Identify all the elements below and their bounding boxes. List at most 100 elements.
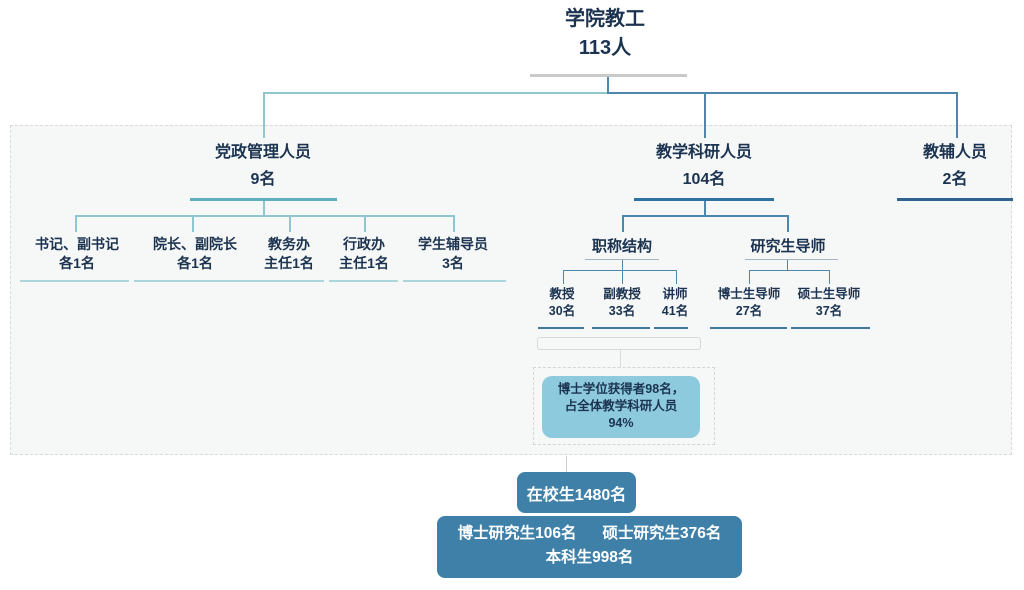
drop-faculty <box>704 92 706 138</box>
drop-professor <box>563 270 564 284</box>
root-underline <box>530 74 687 77</box>
drop-title-structure <box>622 215 624 232</box>
admin-leaf-counselor: 学生辅导员 3名 <box>400 235 506 273</box>
staff-panel <box>10 125 1012 455</box>
leaf-label: 副教授 <box>603 287 641 301</box>
admin-leaf-underline-1 <box>20 280 129 282</box>
leaf-count: 41名 <box>661 304 689 318</box>
leaf-label: 行政办 <box>343 236 385 252</box>
callout-dashed-frame <box>533 367 715 445</box>
root-vline <box>607 77 609 93</box>
support-count: 2名 <box>942 171 968 188</box>
title-structure-node: 职称结构 <box>572 237 672 257</box>
leaf-assoc-professor: 副教授 33名 <box>591 286 653 320</box>
bracket-tick <box>620 350 621 367</box>
leaf-label: 教务办 <box>268 236 310 252</box>
root-title: 学院教工 <box>565 8 645 30</box>
bracket <box>537 337 701 350</box>
assoc-professor-underline <box>592 327 650 329</box>
leaf-lecturer: 讲师 41名 <box>650 286 700 320</box>
support-underline <box>897 198 1013 201</box>
admin-hline <box>75 215 454 217</box>
title-structure-label: 职称结构 <box>591 238 652 255</box>
leaf-label: 书记、副书记 <box>35 236 119 252</box>
admin-leaf-dean: 院长、副院长 各1名 <box>130 235 260 273</box>
leaf-count: 主任1名 <box>264 255 314 271</box>
admin-title: 党政管理人员 <box>214 144 311 161</box>
admin-leaf-underline-2 <box>134 280 257 282</box>
leaf-label: 讲师 <box>662 287 688 301</box>
faculty-underline <box>634 198 774 201</box>
leaf-count: 27名 <box>735 304 763 318</box>
faculty-hline <box>622 215 788 217</box>
leaf-master-supervisor: 硕士生导师 37名 <box>786 286 872 320</box>
leaf-count: 33名 <box>608 304 636 318</box>
callout-line-2: 占全体教学科研人员 <box>564 399 678 413</box>
admin-drop-1 <box>75 215 77 232</box>
admin-node: 党政管理人员 9名 <box>178 139 348 193</box>
drop-lecturer <box>676 270 677 284</box>
drop-assoc-professor <box>622 270 623 284</box>
leaf-count: 各1名 <box>177 255 213 271</box>
leaf-label: 院长、副院长 <box>153 236 237 252</box>
title-structure-vline <box>622 260 623 271</box>
leaf-count: 30名 <box>548 304 576 318</box>
leaf-count: 各1名 <box>59 255 95 271</box>
drop-support <box>956 92 958 138</box>
faculty-count: 104名 <box>682 171 726 188</box>
students-total-box: 在校生1480名 <box>517 472 636 513</box>
admin-drop-4 <box>364 215 366 232</box>
admin-leaf-admin-office: 行政办 主任1名 <box>327 235 401 273</box>
admin-leaf-underline-5 <box>403 280 506 282</box>
faculty-title: 教学科研人员 <box>655 144 752 161</box>
undergrad-count: 本科生998名 <box>545 549 634 566</box>
leaf-label: 学生辅导员 <box>418 236 488 252</box>
root-hline-left <box>264 92 608 94</box>
admin-leaf-underline-3 <box>255 280 324 282</box>
admin-leaf-academic-office: 教务办 主任1名 <box>252 235 326 273</box>
leaf-label: 教授 <box>549 287 575 301</box>
students-connector <box>566 456 567 473</box>
faculty-vline <box>704 201 706 215</box>
doctoral-count: 博士研究生106名 <box>457 525 577 542</box>
leaf-phd-supervisor: 博士生导师 27名 <box>706 286 792 320</box>
supervisors-hline <box>749 270 830 271</box>
master-supervisor-underline <box>791 327 870 329</box>
leaf-label: 博士生导师 <box>717 287 781 301</box>
leaf-count: 37名 <box>815 304 843 318</box>
drop-phd-supervisor <box>749 270 750 284</box>
professor-underline <box>538 327 584 329</box>
root-node: 学院教工 113人 <box>455 5 755 63</box>
admin-count: 9名 <box>250 171 276 188</box>
title-structure-underline <box>585 259 659 260</box>
drop-admin <box>263 92 265 138</box>
supervisors-vline <box>787 260 788 271</box>
admin-leaf-underline-4 <box>329 280 398 282</box>
admin-vline <box>263 201 265 215</box>
drop-master-supervisor <box>829 270 830 284</box>
admin-drop-2 <box>192 215 194 232</box>
title-structure-hline <box>563 270 677 271</box>
leaf-label: 硕士生导师 <box>797 287 861 301</box>
supervisors-label: 研究生导师 <box>750 238 826 255</box>
faculty-node: 教学科研人员 104名 <box>619 139 789 193</box>
drop-supervisors <box>787 215 789 232</box>
students-detail-box: 博士研究生106名 硕士研究生376名 本科生998名 <box>437 516 742 578</box>
leaf-professor: 教授 30名 <box>534 286 590 320</box>
admin-leaf-secretary: 书记、副书记 各1名 <box>12 235 142 273</box>
phd-callout: 博士学位获得者98名， 占全体教学科研人员 94% <box>542 376 700 438</box>
students-total-label: 在校生1480名 <box>526 486 627 504</box>
lecturer-underline <box>654 327 688 329</box>
supervisors-underline <box>745 259 838 260</box>
leaf-count: 3名 <box>442 255 464 271</box>
admin-underline <box>190 198 337 201</box>
support-title: 教辅人员 <box>922 144 987 161</box>
root-hline-right <box>607 92 957 94</box>
support-node: 教辅人员 2名 <box>870 139 1024 193</box>
admin-drop-3 <box>289 215 291 232</box>
callout-line-1: 博士学位获得者98名， <box>557 382 685 396</box>
students-detail-row-1: 博士研究生106名 硕士研究生376名 <box>437 522 742 546</box>
masters-count: 硕士研究生376名 <box>602 525 722 542</box>
callout-line-3: 94% <box>608 416 634 430</box>
